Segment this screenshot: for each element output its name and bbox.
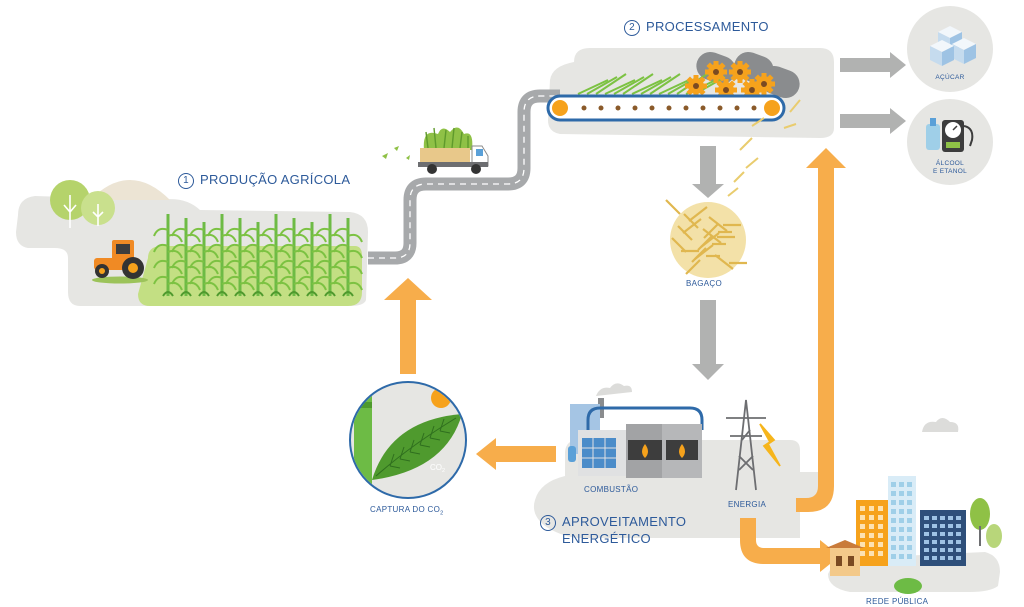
sugar-cubes-icon — [907, 6, 993, 92]
cane-field — [138, 214, 363, 306]
road — [368, 89, 560, 265]
truck-icon — [382, 127, 489, 174]
ethanol-pump-icon — [907, 99, 993, 185]
output-acucar-label: AÇÚCAR — [935, 74, 965, 81]
output-alcool-label: ÁLCOOL E ETANOL — [926, 160, 974, 176]
stage-1-title: 1 PRODUÇÃO AGRÍCOLA — [178, 172, 350, 189]
leaf-co2-icon: CO2 — [349, 381, 467, 499]
conveyor-icon — [546, 51, 801, 197]
energia-label: ENERGIA — [728, 500, 767, 509]
output-alcool-line1: ÁLCOOL — [935, 160, 965, 167]
transmission-tower-icon — [726, 399, 781, 491]
stage-3-label-line2: ENERGÉTICO — [562, 531, 651, 546]
stage-2-label: PROCESSAMENTO — [646, 19, 769, 34]
tractor-icon — [92, 240, 148, 284]
captura-co2-label: CAPTURA DO CO2 — [370, 505, 444, 517]
bagasse-icon — [665, 199, 747, 278]
background-blobs — [16, 48, 1000, 592]
stage-3-number: 3 — [540, 515, 556, 531]
stage-2-title: 2 PROCESSAMENTO — [624, 19, 769, 36]
orange-arrows — [384, 148, 846, 572]
stage-3-title: 3 APROVEITAMENTO ENERGÉTICO — [540, 514, 686, 546]
rede-publica-label: REDE PÚBLICA — [866, 597, 929, 606]
stage-3-label-line1: APROVEITAMENTO — [562, 514, 687, 529]
power-plant-icon — [568, 383, 704, 478]
captura-co2-sub: 2 — [440, 510, 444, 517]
city-icon — [826, 476, 1002, 594]
combustao-label: COMBUSTÃO — [584, 485, 639, 494]
stage-1-number: 1 — [178, 173, 194, 189]
output-alcool-line2: E ETANOL — [932, 168, 968, 175]
stage-2-number: 2 — [624, 20, 640, 36]
co2-inner-label: CO2 — [430, 463, 445, 474]
trees-icon — [50, 180, 115, 228]
captura-co2-text: CAPTURA DO CO — [370, 505, 441, 514]
stage-1-label: PRODUÇÃO AGRÍCOLA — [200, 172, 351, 187]
gray-arrows — [692, 52, 906, 380]
bagaco-label: BAGAÇO — [686, 279, 723, 288]
